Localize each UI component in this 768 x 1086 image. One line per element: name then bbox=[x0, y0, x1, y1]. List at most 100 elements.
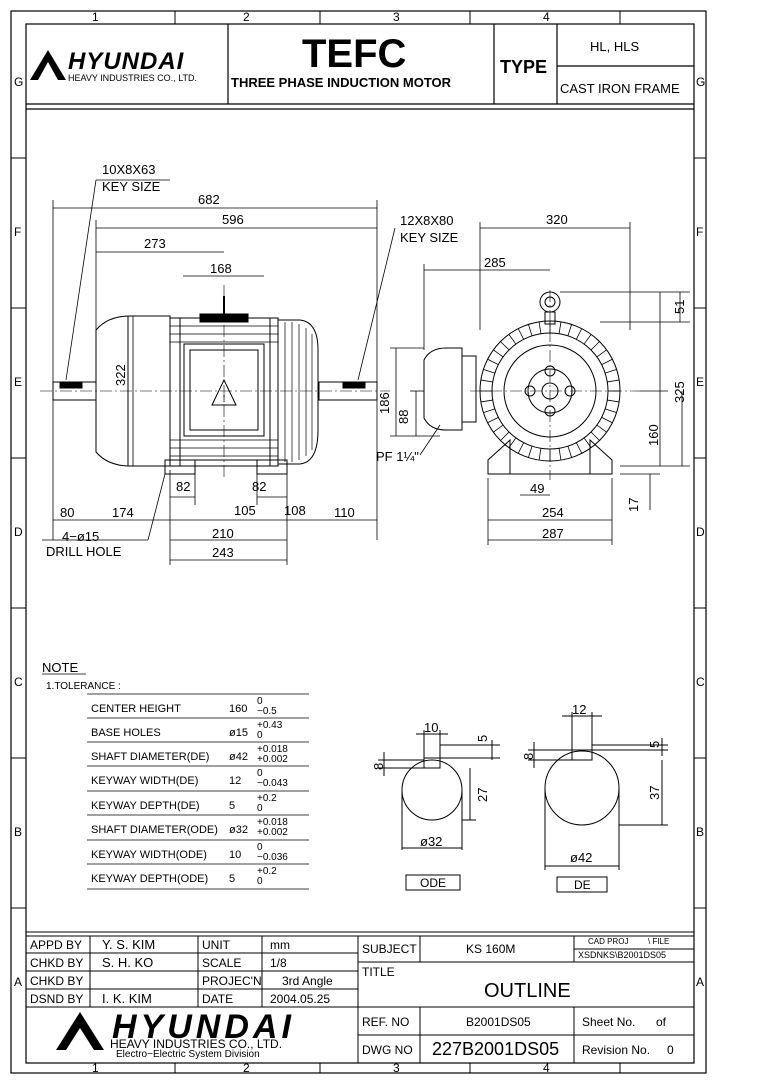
chkd-by-label-2: CHKD BY bbox=[30, 974, 84, 988]
grid-row-f: F bbox=[14, 225, 22, 239]
tolerance-limits: 0−0.043 bbox=[257, 769, 288, 789]
key-size-de-label: KEY SIZE bbox=[102, 179, 161, 194]
unit-value: mm bbox=[270, 938, 290, 952]
cooling-fin bbox=[605, 368, 617, 374]
grid-row-b-right: B bbox=[696, 825, 705, 839]
grid-row-d: D bbox=[14, 525, 23, 539]
header-type-value: HL, HLS bbox=[590, 39, 640, 54]
cooling-fin bbox=[596, 349, 607, 358]
grid-row-e-right: E bbox=[696, 375, 705, 389]
key-size-ode-label: KEY SIZE bbox=[400, 230, 459, 245]
cooling-fin bbox=[583, 334, 592, 345]
tolerance-nominal: 5 bbox=[229, 800, 236, 812]
tolerance-limits: 0−0.5 bbox=[257, 697, 277, 717]
appd-by-name: Y. S. KIM bbox=[102, 937, 156, 952]
header-brand: HYUNDAI bbox=[68, 48, 185, 75]
tolerance-label: CENTER HEIGHT bbox=[91, 703, 181, 715]
cooling-fin bbox=[487, 358, 499, 366]
grid-row-g-right: G bbox=[696, 75, 706, 89]
cad-path: XSDNKS\B2001DS05 bbox=[578, 950, 667, 960]
dim-273: 273 bbox=[144, 236, 166, 251]
title-block-grid bbox=[26, 931, 694, 1063]
tolerance-label: BASE HOLES bbox=[91, 727, 161, 739]
cooling-fin bbox=[596, 424, 607, 433]
de-tag: DE bbox=[574, 878, 591, 892]
ode-tag: ODE bbox=[420, 876, 447, 890]
dim-322: 322 bbox=[113, 364, 128, 386]
cooling-fin bbox=[480, 399, 493, 403]
tolerance-row: SHAFT DIAMETER(ODE)ø32+0.018+0.002 bbox=[87, 817, 309, 841]
cooling-fin bbox=[483, 368, 495, 374]
scale-value: 1/8 bbox=[270, 956, 287, 970]
cooling-fin bbox=[527, 324, 533, 336]
dim-254: 254 bbox=[542, 505, 564, 520]
dim-17: 17 bbox=[626, 497, 641, 512]
sheet-of: of bbox=[656, 1015, 667, 1029]
grid-row-c: C bbox=[14, 675, 23, 689]
tolerance-upper: 0 bbox=[257, 842, 263, 853]
cooling-fin bbox=[508, 437, 517, 448]
tolerance-lower: 0 bbox=[257, 876, 263, 887]
ref-no-value: B2001DS05 bbox=[466, 1015, 531, 1029]
grid-col-4: 4 bbox=[543, 10, 550, 24]
tolerance-label: SHAFT DIAMETER(ODE) bbox=[91, 824, 218, 836]
dim-325: 325 bbox=[672, 381, 687, 403]
sheet-no-label: Sheet No. bbox=[582, 1015, 636, 1029]
ode-width: 10 bbox=[424, 720, 439, 735]
tolerance-lower: −0.5 bbox=[257, 706, 277, 717]
hyundai-logo-icon bbox=[30, 50, 66, 80]
grid-row-c-right: C bbox=[696, 675, 705, 689]
header-grid bbox=[26, 24, 694, 110]
dim-174: 174 bbox=[112, 505, 134, 520]
cooling-fin bbox=[575, 328, 583, 340]
drill-hole-label: DRILL HOLE bbox=[46, 544, 122, 559]
grid-row-a-right: A bbox=[696, 975, 705, 989]
dim-82-left: 82 bbox=[176, 479, 191, 494]
cooling-fin bbox=[493, 424, 504, 433]
grid-row-e: E bbox=[14, 375, 23, 389]
cooling-fin bbox=[601, 416, 613, 424]
tolerance-limits: +0.018+0.002 bbox=[257, 818, 288, 838]
dim-210: 210 bbox=[212, 526, 234, 541]
tolerance-upper: +0.2 bbox=[257, 866, 277, 877]
tolerance-label: KEYWAY WIDTH(DE) bbox=[91, 775, 199, 787]
tolerance-label: 1.TOLERANCE : bbox=[46, 681, 121, 692]
revision-value: 0 bbox=[667, 1043, 674, 1057]
ode-height: 27 bbox=[475, 787, 490, 802]
dim-160: 160 bbox=[646, 424, 661, 446]
tolerance-nominal: 160 bbox=[229, 703, 248, 715]
tolerance-upper: +0.018 bbox=[257, 744, 288, 755]
grid-col-3-bottom: 3 bbox=[393, 1061, 400, 1075]
tolerance-upper: 0 bbox=[257, 696, 263, 707]
cooling-fin bbox=[517, 328, 525, 340]
cooling-fin bbox=[590, 341, 600, 351]
cooling-fin bbox=[517, 442, 525, 454]
cooling-fin bbox=[607, 399, 620, 403]
cooling-fin bbox=[480, 379, 493, 383]
ode-depth: 5 bbox=[475, 734, 490, 742]
key-size-de: 10X8X63 bbox=[102, 162, 156, 177]
grid-ticks bbox=[11, 11, 706, 1073]
shaft-section-ode bbox=[378, 730, 500, 891]
dim-285: 285 bbox=[484, 255, 506, 270]
dim-243: 243 bbox=[212, 545, 234, 560]
tolerance-lower: +0.002 bbox=[257, 827, 288, 838]
subject-value: KS 160M bbox=[466, 942, 516, 956]
footer-brand-sub: HEAVY INDUSTRIES CO., LTD. bbox=[110, 1037, 283, 1051]
tolerance-upper: +0.2 bbox=[257, 793, 277, 804]
note-table-lines bbox=[42, 673, 309, 890]
cooling-fin bbox=[483, 408, 495, 414]
cooling-fin bbox=[538, 321, 542, 334]
cooling-fin bbox=[527, 446, 533, 458]
appd-by-label: APPD BY bbox=[30, 938, 83, 952]
svg-text:!: ! bbox=[223, 394, 226, 405]
tolerance-row: CENTER HEIGHT 160 0−0.5 bbox=[87, 696, 309, 720]
cooling-fin bbox=[500, 431, 510, 441]
drawing-title: OUTLINE bbox=[484, 980, 571, 1002]
grid-col-2: 2 bbox=[243, 10, 250, 24]
cooling-fin bbox=[567, 446, 573, 458]
dim-168: 168 bbox=[210, 261, 232, 276]
dim-82-right: 82 bbox=[252, 479, 267, 494]
